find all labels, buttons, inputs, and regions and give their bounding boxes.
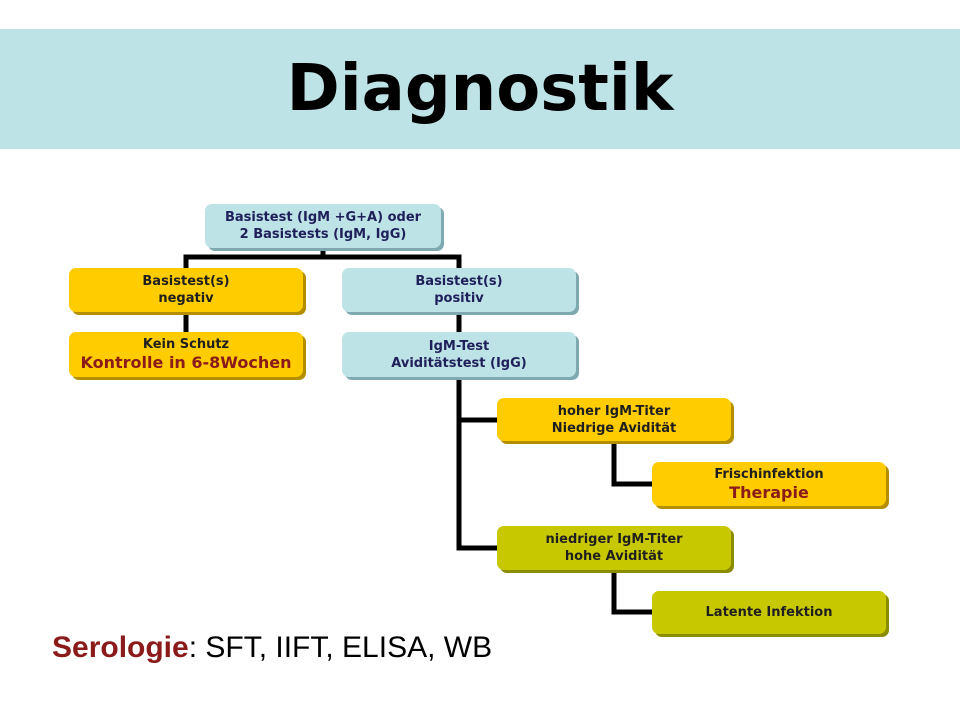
node-positive-line2: positiv <box>434 291 484 306</box>
node-latent-infection-line1: Latente Infektion <box>705 605 833 620</box>
connector-high-titer-child <box>611 438 655 487</box>
node-no-protection-line1: Kein Schutz <box>142 337 230 352</box>
node-low-titer-line2: hohe Avidität <box>564 549 664 564</box>
node-latente-infektion: Latente Infektion <box>652 591 886 634</box>
node-high-titer-line2: Niedrige Avidität <box>551 420 677 436</box>
node-igm-test: IgM-Test Aviditätstest (IgG) <box>342 332 576 377</box>
node-kein-schutz: Kein Schutz Kontrolle in 6-8Wochen <box>69 332 303 377</box>
serology-methods: : SFT, IIFT, ELISA, WB <box>188 631 493 664</box>
serology-footer: Serologie: SFT, IIFT, ELISA, WB <box>52 628 492 668</box>
node-basistest-negative: Basistest(s) negativ <box>69 268 303 312</box>
node-high-igm-titer: hoher IgM-Titer Niedrige Avidität <box>497 398 731 441</box>
node-high-titer-line1: hoher IgM-Titer <box>557 403 671 419</box>
page-title: Diagnostik <box>286 52 674 126</box>
node-low-titer-line1: niedriger IgM-Titer <box>545 532 683 547</box>
connector-low-titer-child <box>611 567 655 615</box>
serology-label: Serologie <box>52 631 189 664</box>
node-positive-line1: Basistest(s) <box>415 274 503 289</box>
node-igm-test-line1: IgM-Test <box>428 338 490 354</box>
node-basistest-positive: Basistest(s) positiv <box>342 268 576 312</box>
node-negative-line2: negativ <box>158 291 214 306</box>
node-basistest-root: Basistest (IgM +G+A) oder 2 Basistests (… <box>205 204 441 248</box>
node-negative-line1: Basistest(s) <box>142 274 230 289</box>
node-root-line2: 2 Basistests (IgM, IgG) <box>239 227 407 242</box>
node-igm-test-line2: Aviditätstest (IgG) <box>391 355 527 371</box>
title-band <box>0 29 960 149</box>
node-fresh-infection-line1: Frischinfektion <box>714 466 824 482</box>
node-no-protection-line2: Kontrolle in 6-8Wochen <box>80 353 292 372</box>
node-fresh-infection-line2: Therapie <box>729 482 809 502</box>
node-low-igm-titer: niedriger IgM-Titer hohe Avidität <box>497 526 731 570</box>
node-frischinfektion: Frischinfektion Therapie <box>652 462 886 506</box>
node-root-line1: Basistest (IgM +G+A) oder <box>224 210 422 225</box>
